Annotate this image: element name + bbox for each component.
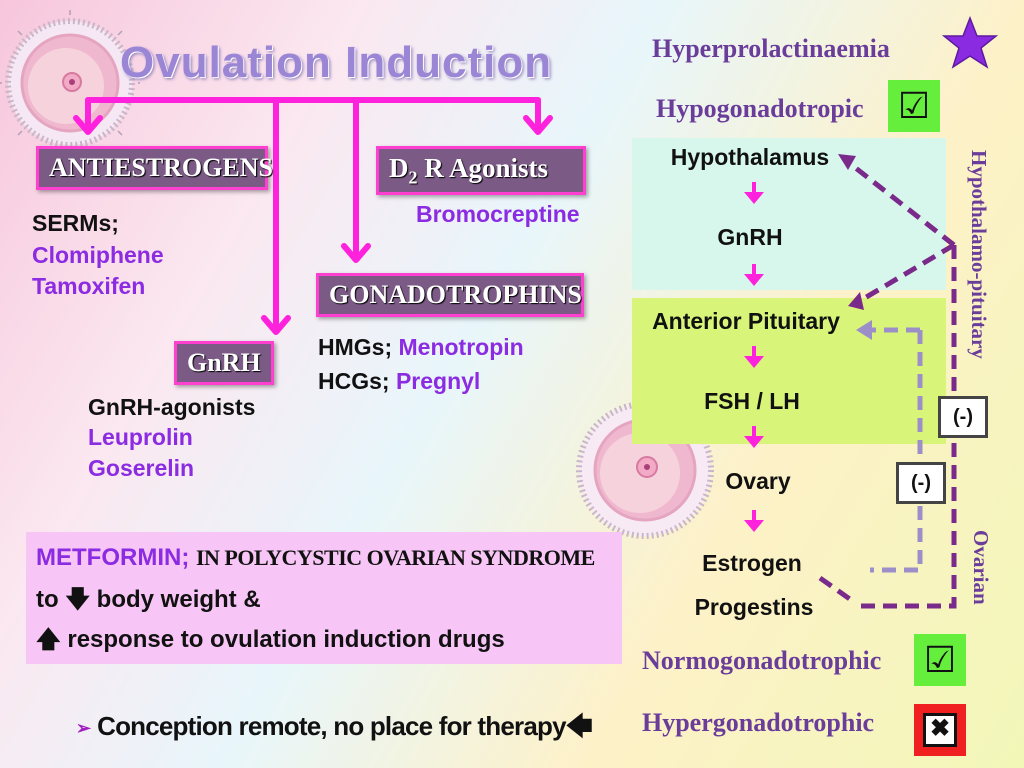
axis-progestins: Progestins [694, 594, 814, 620]
checkbox-icon-normogonadotrophic: ☑ [914, 634, 966, 686]
category-hypergonadotrophic: Hypergonadotrophic [642, 708, 875, 737]
gnrh-agonists-label: GnRH-agonists [88, 394, 256, 420]
x-box-icon-hypergonadotrophic: ✖ [914, 704, 966, 756]
antiestrogens-label: ANTIESTROGENS [36, 146, 273, 190]
negative-feedback-badge-pituitary: (-) [938, 396, 988, 438]
axis-fsh-lh: FSH / LH [704, 388, 800, 414]
gonadotrophins-label: GONADOTROPHINS [316, 273, 584, 317]
label-hypothalamo-pituitary: Hypothalamo-pituitary [967, 150, 991, 359]
axis-hypothalamus: Hypothalamus [670, 144, 830, 170]
up-arrow-icon: 🡅 [36, 626, 61, 653]
metformin-panel: METFORMIN; IN POLYCYSTIC OVARIAN SYNDROM… [26, 532, 622, 664]
category-hypogonadotropic: Hypogonadotropic [656, 94, 864, 123]
negative-feedback-badge-ovary: (-) [896, 462, 946, 504]
axis-feedback-arrows [744, 154, 957, 609]
d2-agonists-label: D2 R Agonists [376, 146, 586, 196]
gnrh-label: GnRH [174, 341, 274, 385]
serms-label: SERMs; [32, 210, 119, 236]
footer-statement: ➢Conception remote, no place for therapy… [76, 708, 593, 752]
left-arrow-icon: 🡄 [565, 711, 593, 741]
drug-leuprolin: Leuprolin [88, 424, 193, 450]
metformin-label: METFORMIN; [36, 544, 190, 571]
hcgs-line: HCGs; Pregnyl [318, 368, 481, 394]
drug-bromocreptine: Bromocreptine [416, 201, 580, 227]
axis-gnrh: GnRH [717, 224, 783, 250]
hmgs-line: HMGs; Menotropin [318, 334, 524, 360]
drug-pregnyl: Pregnyl [395, 368, 481, 394]
down-arrow-icon: 🡇 [65, 586, 91, 613]
hypothalamus-panel [632, 138, 946, 290]
axis-ovary: Ovary [725, 468, 791, 494]
drug-menotropin: Menotropin [398, 334, 524, 360]
page-title: Ovulation Induction [120, 38, 553, 87]
bullet-arrow-icon: ➢ [76, 717, 92, 738]
pituitary-panel [632, 298, 946, 444]
footer-text: Conception remote, no place for therapy [97, 711, 566, 741]
metformin-line-3: 🡅 response to ovulation induction drugs [36, 626, 505, 653]
treatment-connector-tree [73, 97, 553, 335]
metformin-line-1: METFORMIN; IN POLYCYSTIC OVARIAN SYNDROM… [36, 542, 595, 573]
axis-anterior-pituitary: Anterior Pituitary [652, 308, 840, 334]
category-hyperprolactinaemia: Hyperprolactinaemia [652, 34, 890, 63]
drug-clomiphene: Clomiphene [32, 242, 164, 268]
metformin-line-2: to 🡇 body weight & [36, 586, 261, 613]
star-icon [942, 16, 998, 69]
label-ovarian: Ovarian [969, 530, 993, 605]
pcos-condition: IN POLYCYSTIC OVARIAN SYNDROME [195, 545, 595, 570]
drug-goserelin: Goserelin [88, 455, 195, 481]
checkbox-icon-hypogonadotropic: ☑ [888, 80, 940, 132]
drug-tamoxifen: Tamoxifen [32, 273, 146, 299]
category-normogonadotrophic: Normogonadotrophic [642, 646, 882, 675]
axis-estrogen: Estrogen [702, 550, 802, 576]
